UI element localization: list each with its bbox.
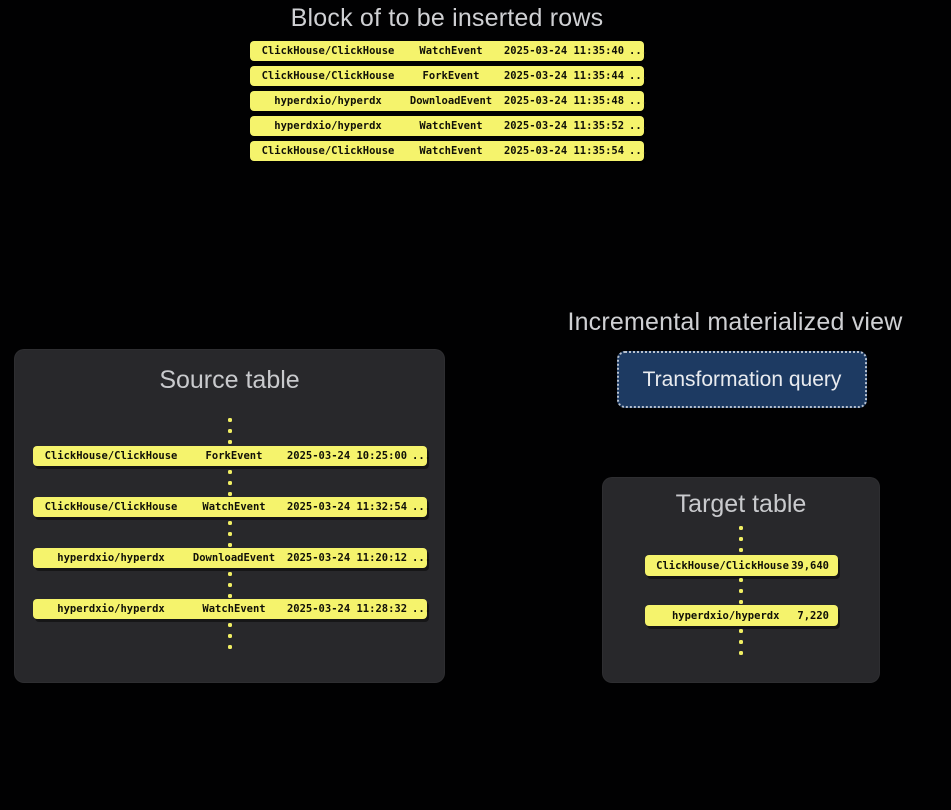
ellipsis-dots [226,470,234,496]
event-cell: WatchEvent [202,501,266,513]
more-cell: ... [412,603,431,615]
ellipsis-dots [226,572,234,598]
ellipsis-dots [226,418,234,444]
timestamp-cell: 2025-03-24 11:35:40 [503,45,625,57]
transformation-query-box: Transformation query [617,351,867,408]
insert-row: ClickHouse/ClickHouse WatchEvent 2025-03… [250,41,648,61]
repo-cell: hyperdxio/hyperdx [274,95,382,107]
insert-row: ClickHouse/ClickHouse ForkEvent 2025-03-… [250,66,648,86]
event-cell: ForkEvent [205,450,263,462]
more-cell: ... [629,145,648,157]
ellipsis-dots [737,526,745,552]
more-cell: ... [412,552,431,564]
repo-cell: hyperdxio/hyperdx [57,552,165,564]
ellipsis-dots [226,521,234,547]
ellipsis-dots [737,629,745,655]
event-cell: ForkEvent [422,70,480,82]
event-cell: WatchEvent [419,145,483,157]
timestamp-cell: 2025-03-24 11:35:54 [503,145,625,157]
repo-cell: hyperdxio/hyperdx [57,603,165,615]
more-cell: ... [629,70,648,82]
timestamp-cell: 2025-03-24 11:20:12 [286,552,408,564]
target-table-title: Target table [675,490,807,518]
more-cell: ... [412,501,431,513]
insert-block-title: Block of to be inserted rows [290,4,604,32]
source-row: ClickHouse/ClickHouse WatchEvent 2025-03… [33,497,431,517]
timestamp-cell: 2025-03-24 11:28:32 [286,603,408,615]
source-row: hyperdxio/hyperdx WatchEvent 2025-03-24 … [33,599,431,619]
repo-cell: ClickHouse/ClickHouse [44,501,178,513]
insert-row: ClickHouse/ClickHouse WatchEvent 2025-03… [250,141,648,161]
more-cell: ... [629,95,648,107]
event-cell: WatchEvent [419,45,483,57]
source-table-title: Source table [159,366,300,394]
target-table-panel: Target table ClickHouse/ClickHouse 39,64… [602,477,880,683]
insert-row: hyperdxio/hyperdx WatchEvent 2025-03-24 … [250,116,648,136]
event-cell: DownloadEvent [192,552,276,564]
timestamp-cell: 2025-03-24 11:35:52 [503,120,625,132]
event-cell: WatchEvent [202,603,266,615]
timestamp-cell: 2025-03-24 11:35:48 [503,95,625,107]
ellipsis-dots [226,623,234,649]
repo-cell: ClickHouse/ClickHouse [261,70,395,82]
materialized-view-title: Incremental materialized view [567,308,903,336]
timestamp-cell: 2025-03-24 11:32:54 [286,501,408,513]
source-row: ClickHouse/ClickHouse ForkEvent 2025-03-… [33,446,431,466]
timestamp-cell: 2025-03-24 11:35:44 [503,70,625,82]
event-cell: WatchEvent [419,120,483,132]
more-cell: ... [629,120,648,132]
ellipsis-dots [737,578,745,604]
repo-cell: hyperdxio/hyperdx [274,120,382,132]
source-table-panel: Source table ClickHouse/ClickHouse ForkE… [14,349,445,683]
event-cell: DownloadEvent [409,95,493,107]
repo-cell: ClickHouse/ClickHouse [656,559,789,572]
more-cell: ... [412,450,431,462]
timestamp-cell: 2025-03-24 10:25:00 [286,450,408,462]
repo-cell: ClickHouse/ClickHouse [261,145,395,157]
transformation-query-label: Transformation query [642,367,842,391]
target-row: ClickHouse/ClickHouse 39,640 [645,555,838,576]
target-row: hyperdxio/hyperdx 7,220 [645,605,838,626]
source-row: hyperdxio/hyperdx DownloadEvent 2025-03-… [33,548,431,568]
insert-row: hyperdxio/hyperdx DownloadEvent 2025-03-… [250,91,648,111]
repo-cell: ClickHouse/ClickHouse [261,45,395,57]
count-cell: 39,640 [791,559,829,572]
repo-cell: hyperdxio/hyperdx [671,609,780,622]
more-cell: ... [629,45,648,57]
repo-cell: ClickHouse/ClickHouse [44,450,178,462]
count-cell: 7,220 [797,609,829,622]
